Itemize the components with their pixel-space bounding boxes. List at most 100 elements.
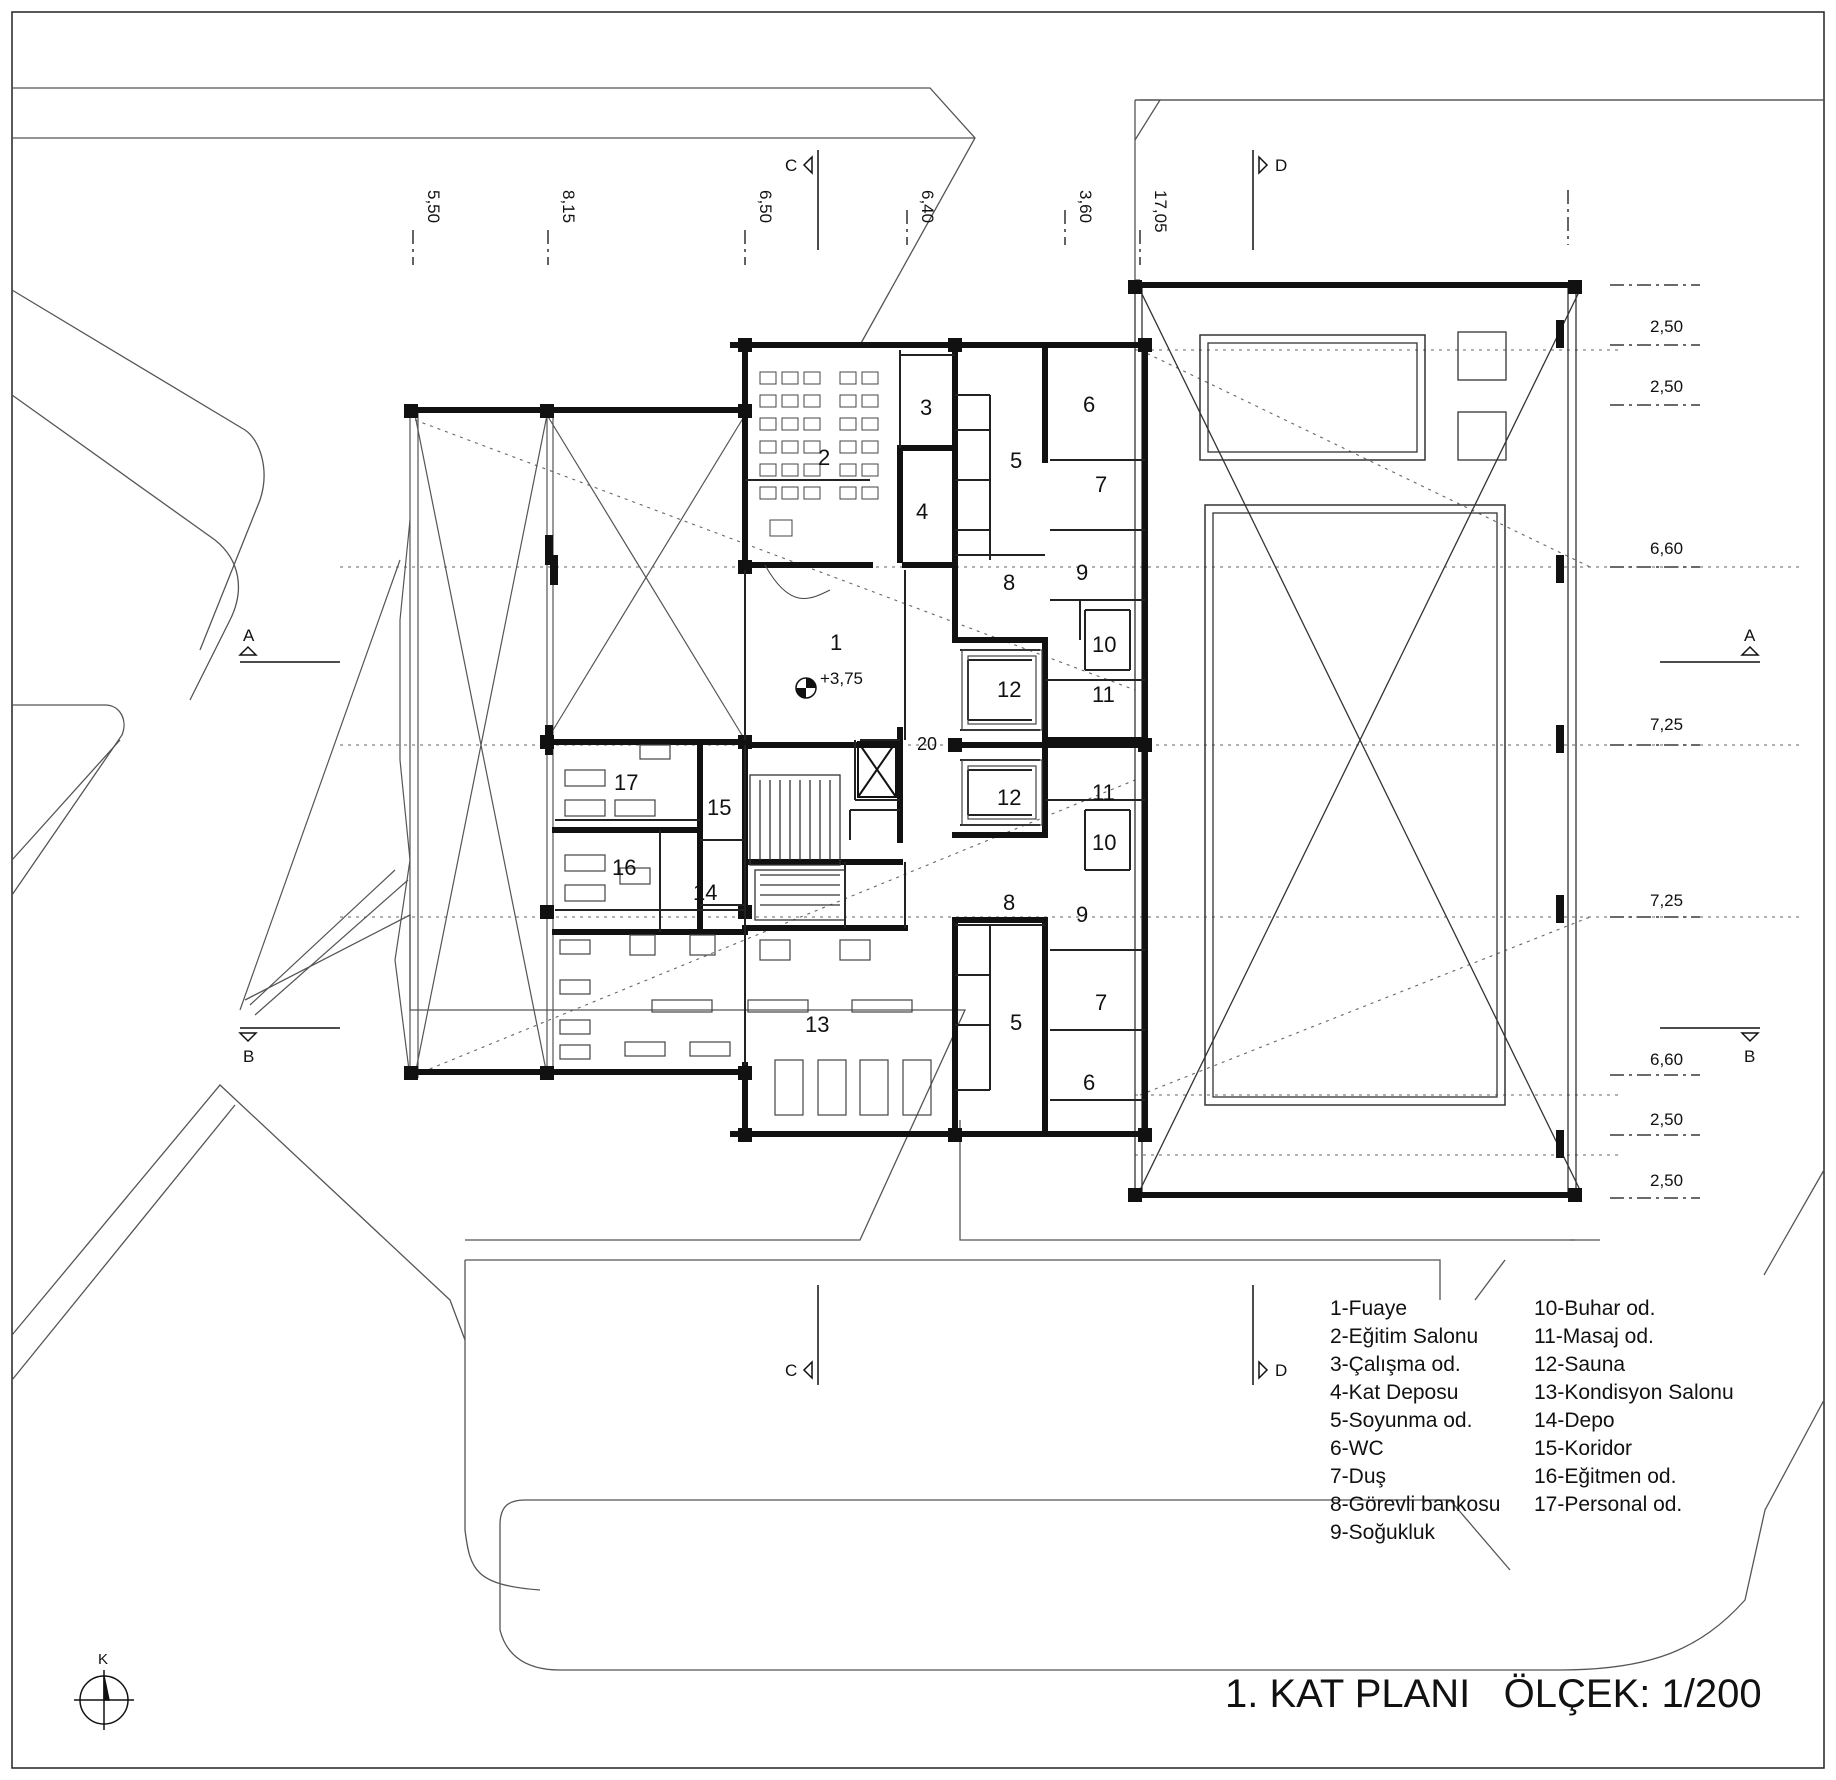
top-dimension-label: 17,05: [1151, 190, 1170, 233]
section-label-a-right: A: [1744, 626, 1756, 645]
room-number-17: 17: [614, 770, 638, 795]
legend-left: 1-Fuaye 2-Eğitim Salonu 3-Çalışma od. 4-…: [1330, 1295, 1500, 1547]
room-number-1: 1: [830, 630, 842, 655]
room-number-7-upper: 7: [1095, 472, 1107, 497]
legend-item: 4-Kat Deposu: [1330, 1381, 1459, 1404]
right-dimension-label: 7,25: [1650, 891, 1683, 910]
right-dimension-label: 6,60: [1650, 1050, 1683, 1069]
room-number-8-upper: 8: [1003, 570, 1015, 595]
room-number-12-lower: 12: [997, 785, 1021, 810]
legend-item: 1-Fuaye: [1330, 1297, 1408, 1320]
pool-hall: [1134, 285, 1581, 1195]
gym-equipment: [559, 934, 932, 1116]
section-label-c-top: C: [785, 156, 797, 175]
legend-item: 14-Depo: [1534, 1409, 1615, 1432]
site-outlines: [11, 87, 1825, 1671]
right-dimensions: 2,50 2,50 6,60 7,25 7,25 6,60 2,50 2,50: [1650, 317, 1683, 1190]
room-number-11-lower: 11: [1092, 780, 1115, 805]
right-dimension-label: 6,60: [1650, 539, 1683, 558]
locker-rows: [955, 394, 1045, 1091]
room-number-20: 20: [917, 734, 937, 754]
room-number-8-lower: 8: [1003, 890, 1015, 915]
legend-item: 5-Soyunma od.: [1330, 1409, 1473, 1432]
right-dimension-label: 2,50: [1650, 1171, 1683, 1190]
room-number-14: 14: [693, 880, 717, 905]
legend-item: 9-Soğukluk: [1330, 1521, 1436, 1544]
section-label-b-left: B: [243, 1047, 254, 1066]
legend-item: 15-Koridor: [1534, 1437, 1633, 1460]
section-labels: A A B B C C D D: [243, 156, 1756, 1380]
atrium-columns: [545, 535, 553, 755]
legend-item: 17-Personal od.: [1534, 1493, 1683, 1516]
room-numbers: 1 2 3 4 5 5 6 6 7 7 8 8 9 9 10 10 11 11 …: [612, 392, 1116, 1095]
section-label-a-left: A: [243, 626, 255, 645]
room-number-4: 4: [916, 499, 928, 524]
building-columns: [404, 338, 1152, 1142]
elevator: [857, 741, 897, 798]
legend-item: 7-Duş: [1330, 1465, 1387, 1488]
plan-title-scale: ÖLÇEK: 1/200: [1503, 1672, 1762, 1716]
right-dimension-label: 2,50: [1650, 377, 1683, 396]
room-number-10-upper: 10: [1092, 632, 1116, 657]
top-dimension-label: 6,50: [756, 190, 775, 223]
legend-item: 10-Buhar od.: [1534, 1297, 1656, 1320]
legend-right: 10-Buhar od. 11-Masaj od. 12-Sauna 13-Ko…: [1534, 1295, 1734, 1519]
legend-item: 6-WC: [1330, 1437, 1384, 1460]
right-dimension-label: 2,50: [1650, 317, 1683, 336]
legend-item: 16-Eğitmen od.: [1534, 1465, 1677, 1488]
legend-item: 3-Çalışma od.: [1330, 1353, 1461, 1376]
elevation-marker: +3,75: [795, 669, 863, 699]
room-number-12-upper: 12: [997, 677, 1021, 702]
right-dimension-ticks: [1610, 284, 1700, 1199]
top-dimension-label: 8,15: [559, 190, 578, 223]
north-arrow: [74, 1670, 134, 1730]
legend-item: 8-Görevli bankosu: [1330, 1493, 1501, 1516]
main-stair: [749, 774, 846, 921]
top-dimensions: 5,50 8,15 6,50 6,40 3,60 17,05: [424, 190, 1170, 233]
room-number-13: 13: [805, 1012, 829, 1037]
plan-title-name: 1. KAT PLANI: [1225, 1672, 1471, 1716]
pool-hall-walls: [1133, 282, 1582, 1198]
north-label: K: [98, 1651, 108, 1668]
elevation-value: +3,75: [820, 669, 863, 688]
top-dimension-ticks: [412, 190, 1569, 265]
room-number-9-upper: 9: [1076, 560, 1088, 585]
room-number-15: 15: [707, 795, 731, 820]
room-number-3: 3: [920, 395, 932, 420]
top-dimension-label: 5,50: [424, 190, 443, 223]
room-number-6-lower: 6: [1083, 1070, 1095, 1095]
office-furniture: [564, 744, 671, 902]
plan-title: 1. KAT PLANI ÖLÇEK: 1/200: [1225, 1672, 1762, 1717]
section-label-b-right: B: [1744, 1047, 1755, 1066]
pool-hall-columns: [1128, 280, 1582, 1202]
interior-partitions: [555, 350, 1145, 1101]
atrium-left: [239, 410, 746, 1079]
classroom-chairs: [759, 371, 879, 599]
room-number-5-lower: 5: [1010, 1010, 1022, 1035]
legend-item: 13-Kondisyon Salonu: [1534, 1381, 1734, 1404]
room-number-5-upper: 5: [1010, 448, 1022, 473]
drawing-frame: [11, 11, 1825, 1769]
section-label-d-top: D: [1275, 156, 1287, 175]
room-number-16: 16: [612, 855, 636, 880]
legend-item: 2-Eğitim Salonu: [1330, 1325, 1479, 1348]
section-label-d-bottom: D: [1275, 1361, 1287, 1380]
building-walls: [405, 342, 1148, 1137]
room-number-2: 2: [818, 445, 830, 470]
room-number-10-lower: 10: [1092, 830, 1116, 855]
room-number-9-lower: 9: [1076, 902, 1088, 927]
room-number-7-lower: 7: [1095, 990, 1107, 1015]
room-number-6-upper: 6: [1083, 392, 1095, 417]
right-dimension-label: 7,25: [1650, 715, 1683, 734]
sauna-benches: [961, 649, 1043, 826]
legend-item: 11-Masaj od.: [1534, 1325, 1654, 1348]
legend-item: 12-Sauna: [1534, 1353, 1626, 1376]
grid-lines: [340, 349, 1800, 1156]
room-number-11-upper: 11: [1092, 682, 1115, 707]
top-dimension-label: 6,40: [918, 190, 937, 223]
section-label-c-bottom: C: [785, 1361, 797, 1380]
top-dimension-label: 3,60: [1076, 190, 1095, 223]
section-lines: [238, 150, 1760, 1385]
right-dimension-label: 2,50: [1650, 1110, 1683, 1129]
